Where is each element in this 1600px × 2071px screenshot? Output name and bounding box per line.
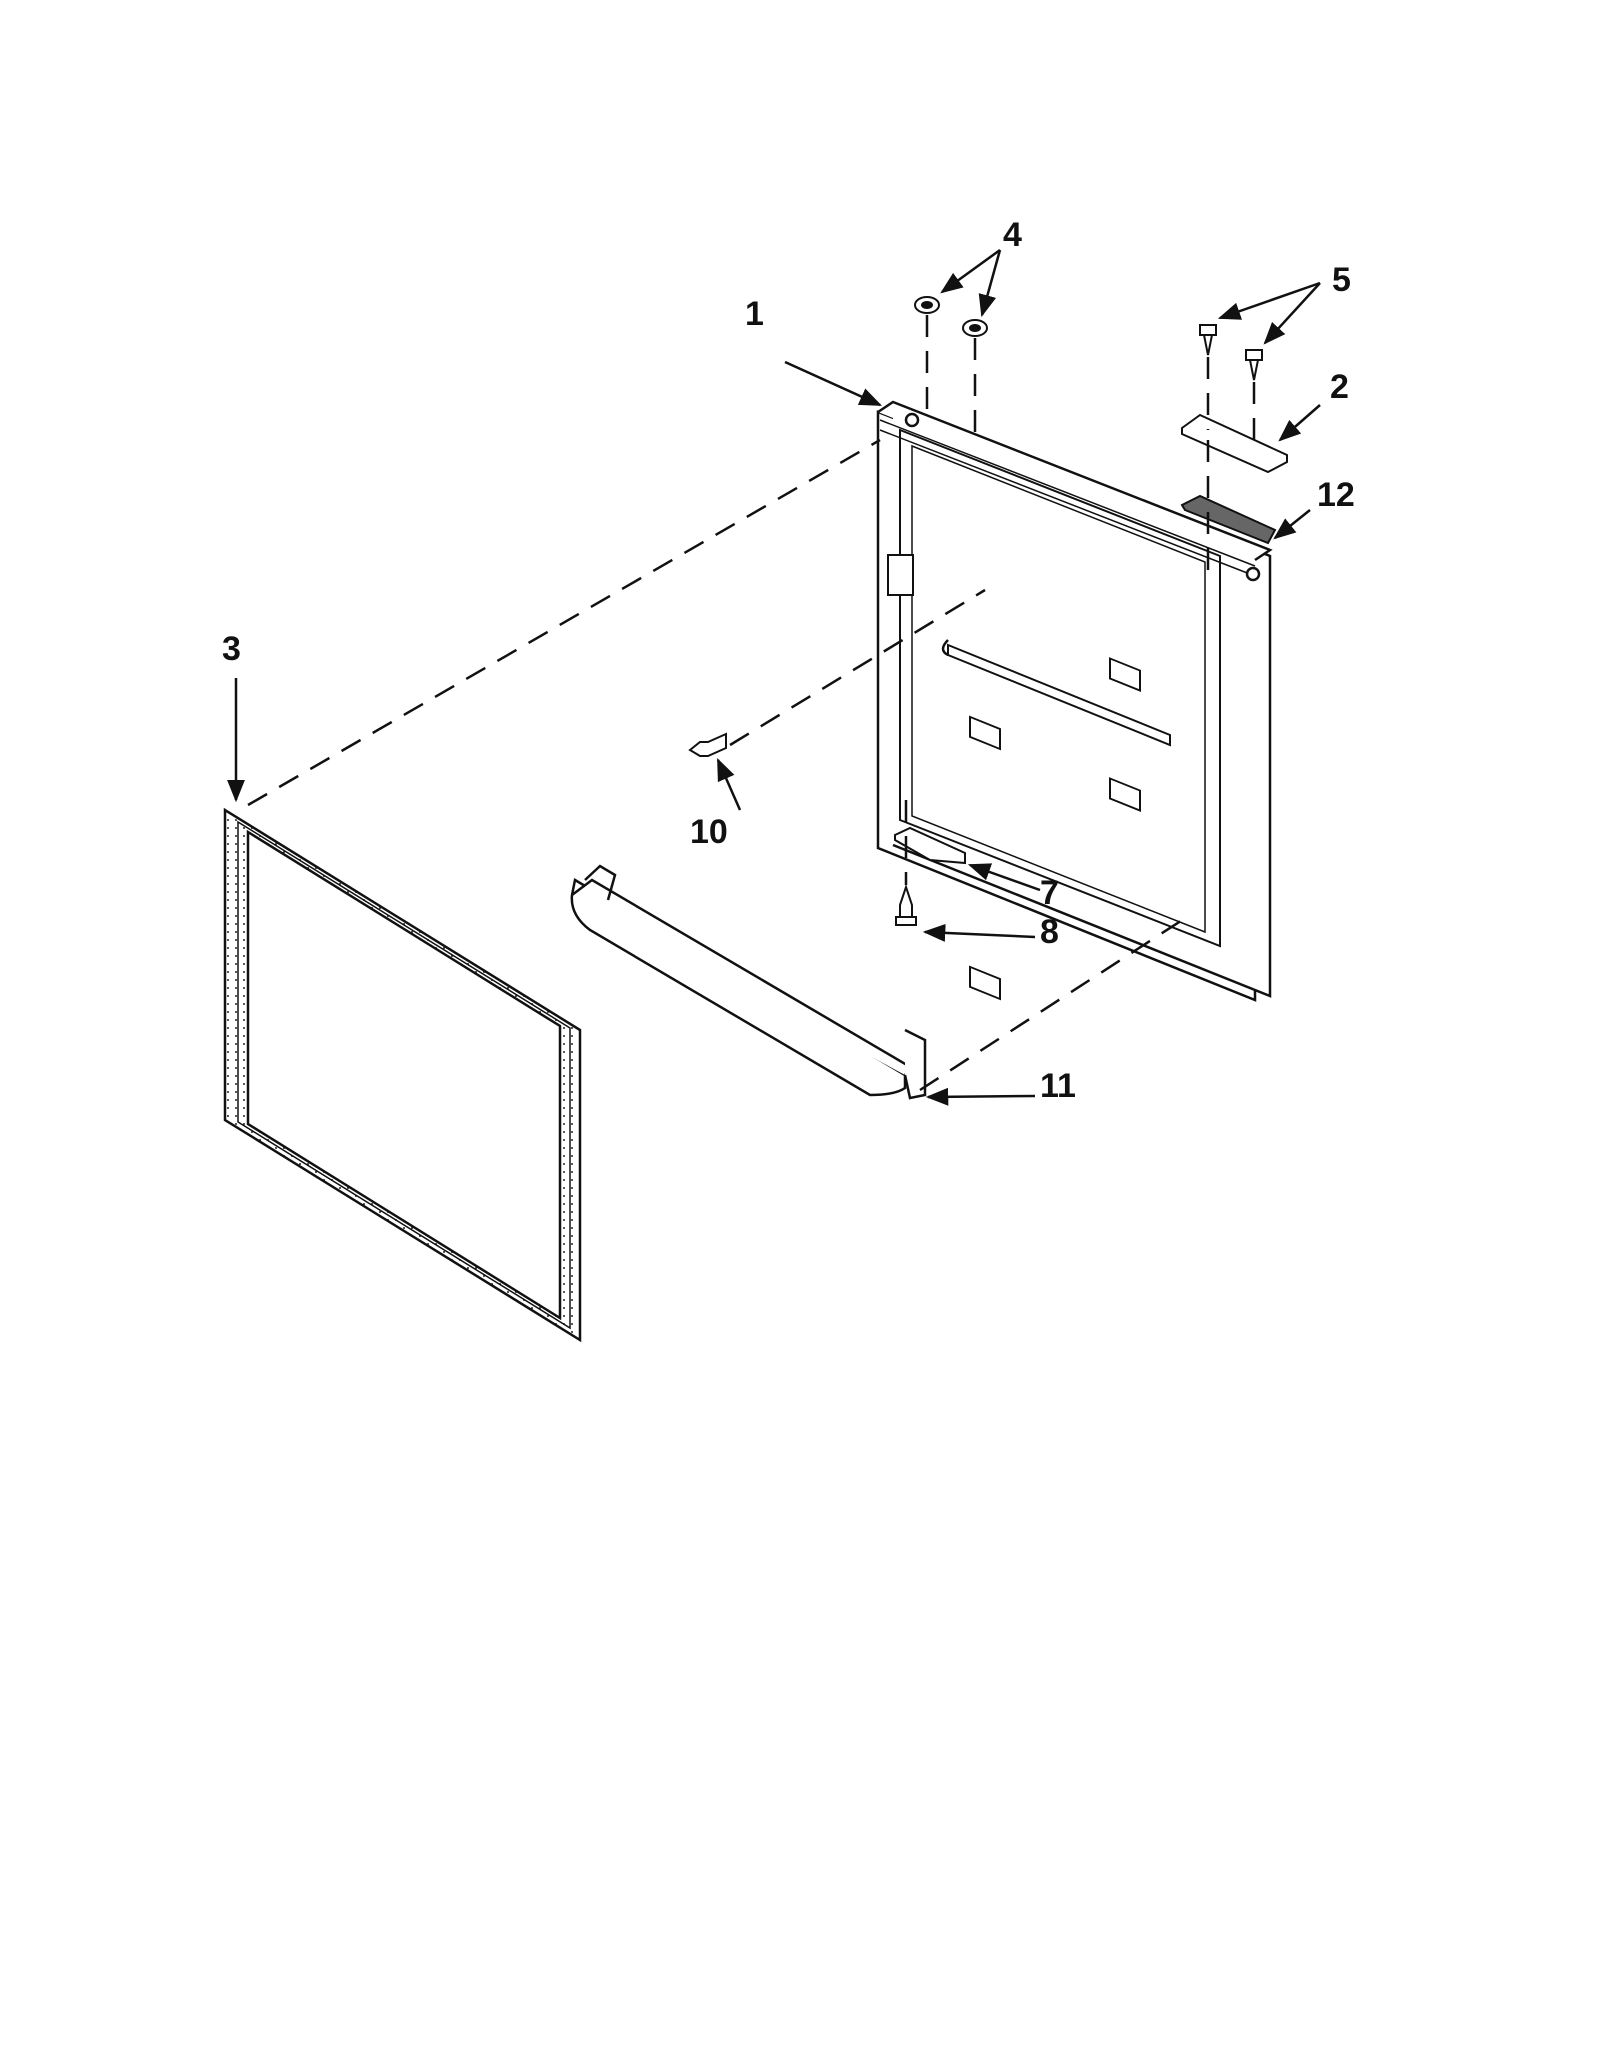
- callout-8: 8: [1040, 913, 1059, 951]
- screw-icon: [895, 883, 917, 926]
- callout-7: 7: [1040, 874, 1059, 912]
- callout-1: 1: [745, 295, 764, 333]
- callout-4: 4: [1003, 216, 1022, 254]
- screw-icon: [1199, 324, 1217, 356]
- bin-bracket: [894, 826, 966, 865]
- door-panel: [876, 400, 1273, 1002]
- screw-icon: [1245, 349, 1263, 381]
- callout-11: 11: [1040, 1067, 1076, 1105]
- screw-icon: [688, 732, 727, 757]
- leader-arrows: [227, 248, 1321, 1106]
- alignment-lines: [247, 315, 1256, 1092]
- hinge-cover: [1181, 413, 1288, 474]
- callout-12: 12: [1317, 476, 1355, 514]
- callout-3: 3: [222, 630, 241, 668]
- door-gasket: [223, 807, 582, 1343]
- callout-10: 10: [690, 813, 728, 851]
- door-bin: [570, 864, 927, 1100]
- callout-2: 2: [1330, 368, 1349, 406]
- small-parts: [688, 296, 1288, 926]
- hinge-plate: [1180, 494, 1277, 545]
- callout-5: 5: [1332, 261, 1351, 299]
